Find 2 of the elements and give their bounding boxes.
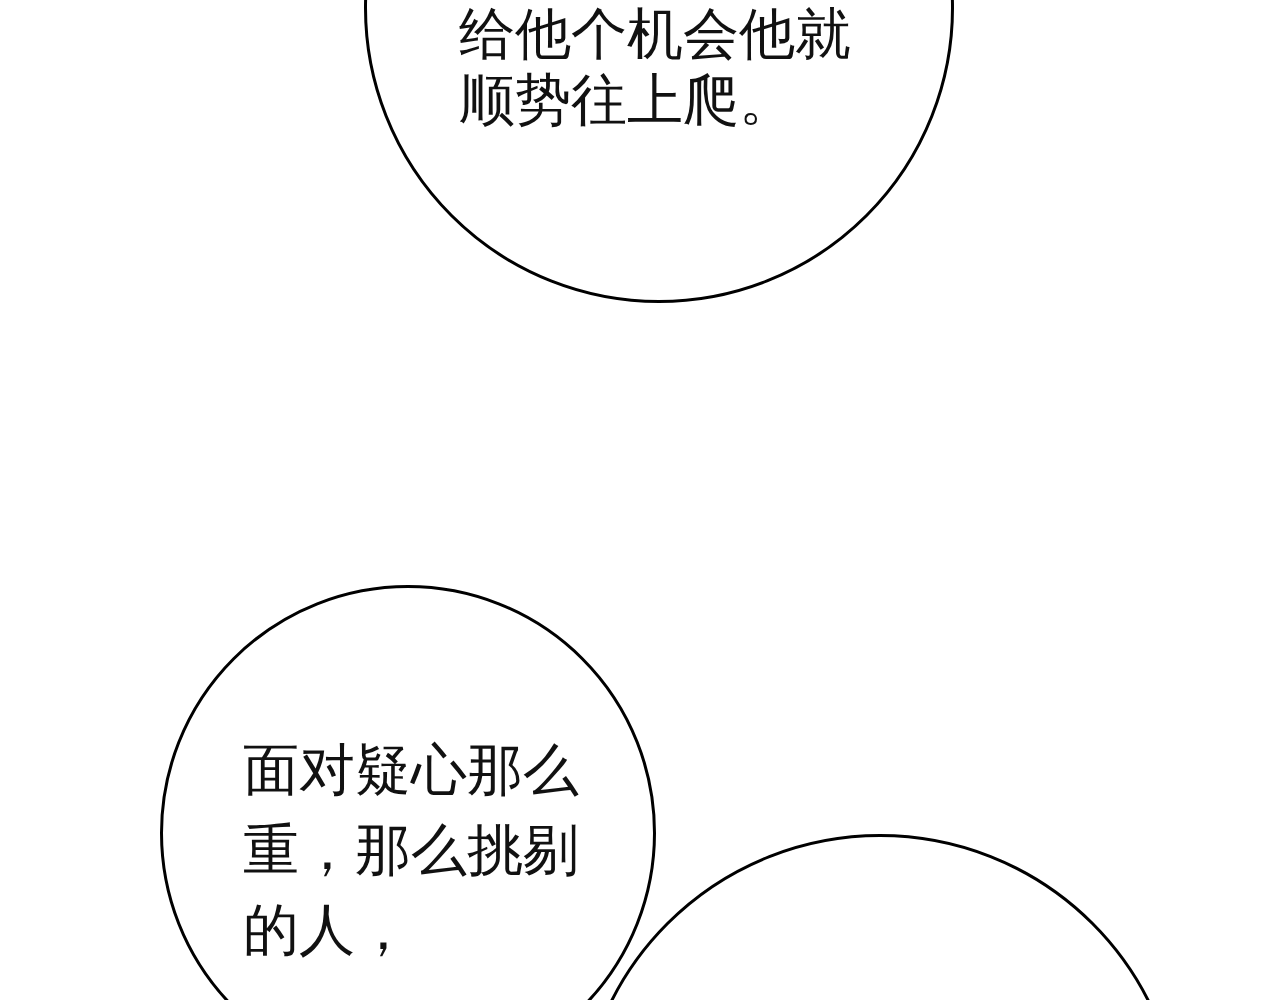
speech-text: 面对疑心那么重，那么挑剔的人， [243, 736, 580, 964]
speech-text: 给他个机会他就顺势往上爬。 [459, 1, 852, 133]
